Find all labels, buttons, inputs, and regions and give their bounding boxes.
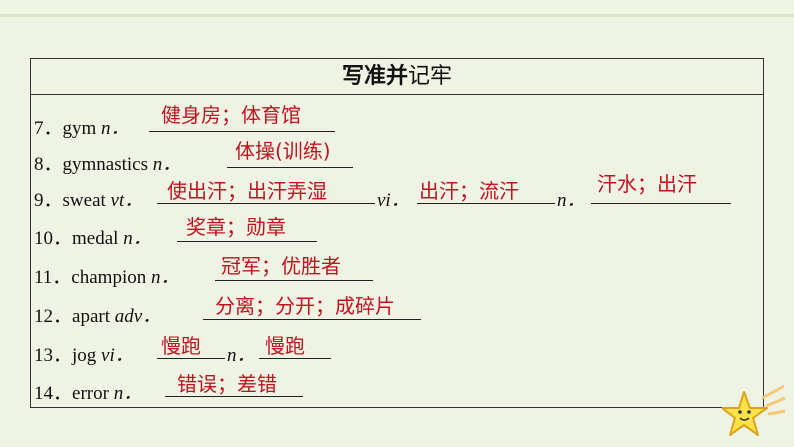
answer-text: 分离；分开；成碎片 (215, 294, 395, 318)
item-line: 14．error n． (34, 378, 142, 405)
part-of-speech: vi． (101, 345, 134, 366)
word: champion (71, 267, 147, 288)
vocab-row-14: 14．error n． 错误；差错 (31, 362, 763, 404)
answer-blank (259, 358, 331, 359)
item-number: 7． (34, 118, 63, 139)
vocab-row-10: 10．medal n． 奖章；勋章 (31, 207, 763, 249)
item-line: 10．medal n． (34, 223, 152, 250)
word: gymnastics (62, 154, 149, 175)
star-decoration-icon (722, 384, 786, 436)
vocab-row-13: 13．jog vi． 慢跑 n． 慢跑 (31, 324, 763, 366)
item-number: 14． (34, 383, 73, 404)
answer-text: 出汗；流汗 (419, 179, 519, 203)
part-of-speech: vt． (110, 190, 144, 211)
answer-text: 汗水；出汗 (597, 172, 697, 196)
part-of-speech: n． (113, 383, 143, 404)
word: sweat (62, 190, 106, 211)
item-number: 11． (34, 267, 72, 288)
part-of-speech: n． (101, 118, 130, 139)
word: apart (72, 306, 110, 327)
item-line: 11．champion n． (34, 262, 180, 289)
item-number: 9． (34, 190, 63, 211)
part-of-speech: n． (150, 267, 180, 288)
part-of-speech: n． (152, 154, 182, 175)
item-number: 13． (34, 345, 73, 366)
title-rest: 记牢 (408, 64, 453, 89)
answer-blank (177, 241, 317, 242)
vocab-row-12: 12．apart adv． 分离；分开；成碎片 (31, 285, 763, 327)
answer-text: 奖章；勋章 (186, 215, 286, 239)
answer-blank (215, 280, 373, 281)
item-line: 12．apart adv． (34, 301, 161, 328)
answer-text: 慢跑 (161, 334, 201, 358)
item-number: 8． (34, 154, 63, 175)
answer-blank (149, 131, 335, 132)
word: jog (72, 345, 97, 366)
word: error (72, 383, 109, 404)
vocab-row-7: 7．gym n． 健身房；体育馆 (31, 97, 763, 139)
answer-blank (165, 396, 303, 397)
word: gym (62, 118, 97, 139)
answer-blank (203, 319, 421, 320)
item-line: 13．jog vi． (34, 340, 134, 367)
answer-text: 体操(训练) (235, 139, 331, 163)
vocab-table: 写准并记牢 7．gym n． 健身房；体育馆 8．gymnastics n． 体… (30, 58, 764, 408)
answer-blank (157, 358, 225, 359)
answer-text: 使出汗；出汗弄湿 (167, 179, 327, 203)
answer-text: 冠军；优胜者 (221, 254, 341, 278)
answer-text: 慢跑 (265, 334, 305, 358)
table-title: 写准并记牢 (31, 59, 763, 95)
item-line: 7．gym n． (34, 113, 130, 140)
part-of-speech: n． (123, 228, 152, 249)
answer-blank (227, 167, 353, 168)
part-of-speech: adv． (114, 306, 162, 327)
part-of-speech: n． (227, 345, 256, 366)
item-line: 8．gymnastics n． (34, 149, 181, 176)
title-bold: 写准并 (341, 64, 408, 89)
part-of-speech: n． (557, 190, 586, 211)
answer-blank (157, 203, 375, 204)
top-divider (0, 14, 794, 17)
item-line: 9．sweat vt． (34, 185, 143, 212)
item-number: 12． (34, 306, 73, 327)
vocab-row-8: 8．gymnastics n． 体操(训练) (31, 133, 763, 175)
answer-text: 错误；差错 (177, 372, 277, 396)
answer-blank (591, 203, 731, 204)
item-number: 10． (34, 228, 73, 249)
vocab-row-11: 11．champion n． 冠军；优胜者 (31, 246, 763, 288)
part-of-speech: vi． (377, 190, 410, 211)
answer-text: 健身房；体育馆 (161, 103, 301, 127)
vocab-row-9: 9．sweat vt． 使出汗；出汗弄湿 vi． 出汗；流汗 n． 汗水；出汗 (31, 169, 763, 211)
word: medal (72, 228, 119, 249)
answer-blank (417, 203, 555, 204)
